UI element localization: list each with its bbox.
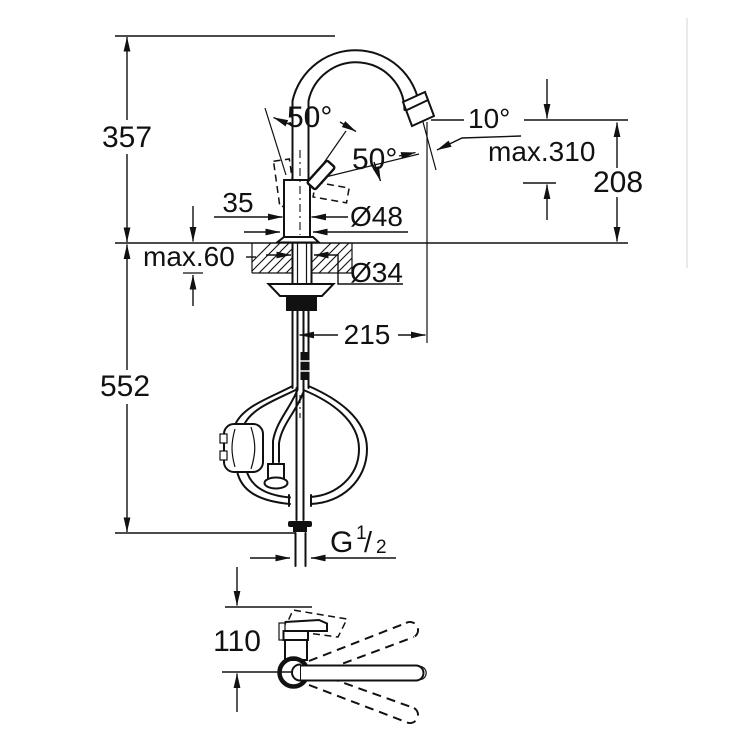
bv-handle-dashed (282, 609, 349, 638)
short-hose (263, 390, 304, 490)
main-view: 357 552 max.60 35 Ø48 (100, 35, 643, 567)
hose-weight (219, 423, 264, 473)
dim-50-front-label: 50° (287, 101, 332, 134)
spout-inner-edge (307, 61, 406, 181)
below-counter-assembly (219, 242, 369, 567)
dim-max60: max.60 (143, 206, 256, 306)
pipe-flange (288, 521, 312, 527)
handle-lever (306, 159, 336, 191)
dim-50-front: 50° (273, 101, 357, 134)
thread-label-denominator: 2 (376, 537, 387, 558)
bv-handle-lever (281, 618, 328, 632)
dim-357-label: 357 (102, 121, 152, 154)
dim-208-label: 208 (593, 166, 643, 199)
faucet-body (283, 179, 311, 238)
dim-o34: Ø34 (266, 251, 403, 288)
bv-swivel-inner (291, 663, 301, 682)
dim-110: 110 (213, 567, 261, 712)
dim-35-label: 35 (222, 187, 253, 218)
dim-10deg: 10° (431, 103, 628, 151)
dim-552-label: 552 (100, 370, 150, 403)
bottom-view-reference-lines (222, 606, 312, 673)
bv-spout-cap-line (417, 665, 427, 681)
dim-215: 215 (299, 319, 426, 350)
faucet-base (274, 236, 322, 244)
handle-dashed-side (312, 181, 350, 204)
mounting-washer (266, 283, 336, 297)
threaded-shank (291, 242, 313, 284)
hose-bundle (291, 310, 310, 391)
dim-110-label: 110 (213, 625, 261, 658)
hose-connector (300, 352, 310, 380)
dim-max310-label: max.310 (488, 136, 595, 167)
bv-spout (299, 664, 425, 682)
thread-label-base: G (330, 526, 353, 559)
dim-208: 208 (593, 122, 643, 242)
dim-max60-label: max.60 (143, 241, 235, 272)
dim-50-side: 50° (352, 143, 416, 182)
spray-head (401, 90, 436, 128)
dimension-annotations: 357 552 max.60 35 Ø48 (100, 36, 643, 562)
spout-outer-edge (291, 49, 421, 181)
dim-50-side-label: 50° (352, 143, 397, 176)
pullout-hose-pipe (288, 352, 312, 567)
right-hose-loop (302, 385, 369, 507)
reference-lines (115, 35, 628, 534)
thread-label-slash: / (364, 527, 373, 559)
bottom-view: 110 (213, 567, 427, 725)
dim-max310: max.310 (488, 79, 595, 220)
dim-215-label: 215 (344, 319, 391, 350)
bottom-view-faucet (277, 609, 427, 725)
dim-o48-label: Ø48 (350, 201, 403, 232)
dim-o48: Ø48 (244, 201, 408, 236)
dim-o34-label: Ø34 (350, 257, 403, 288)
dim-357: 357 (102, 36, 152, 243)
counter-section (183, 243, 353, 274)
dim-g12: G 1 / 2 (250, 523, 396, 562)
thread-label-numerator: 1 (356, 523, 367, 544)
dim-10deg-label: 10° (468, 103, 510, 134)
dim-552: 552 (100, 244, 150, 533)
faucet-outline (272, 49, 436, 244)
dim-35: 35 (214, 187, 283, 221)
mounting-nut (286, 296, 317, 311)
bv-body-top (282, 630, 309, 641)
